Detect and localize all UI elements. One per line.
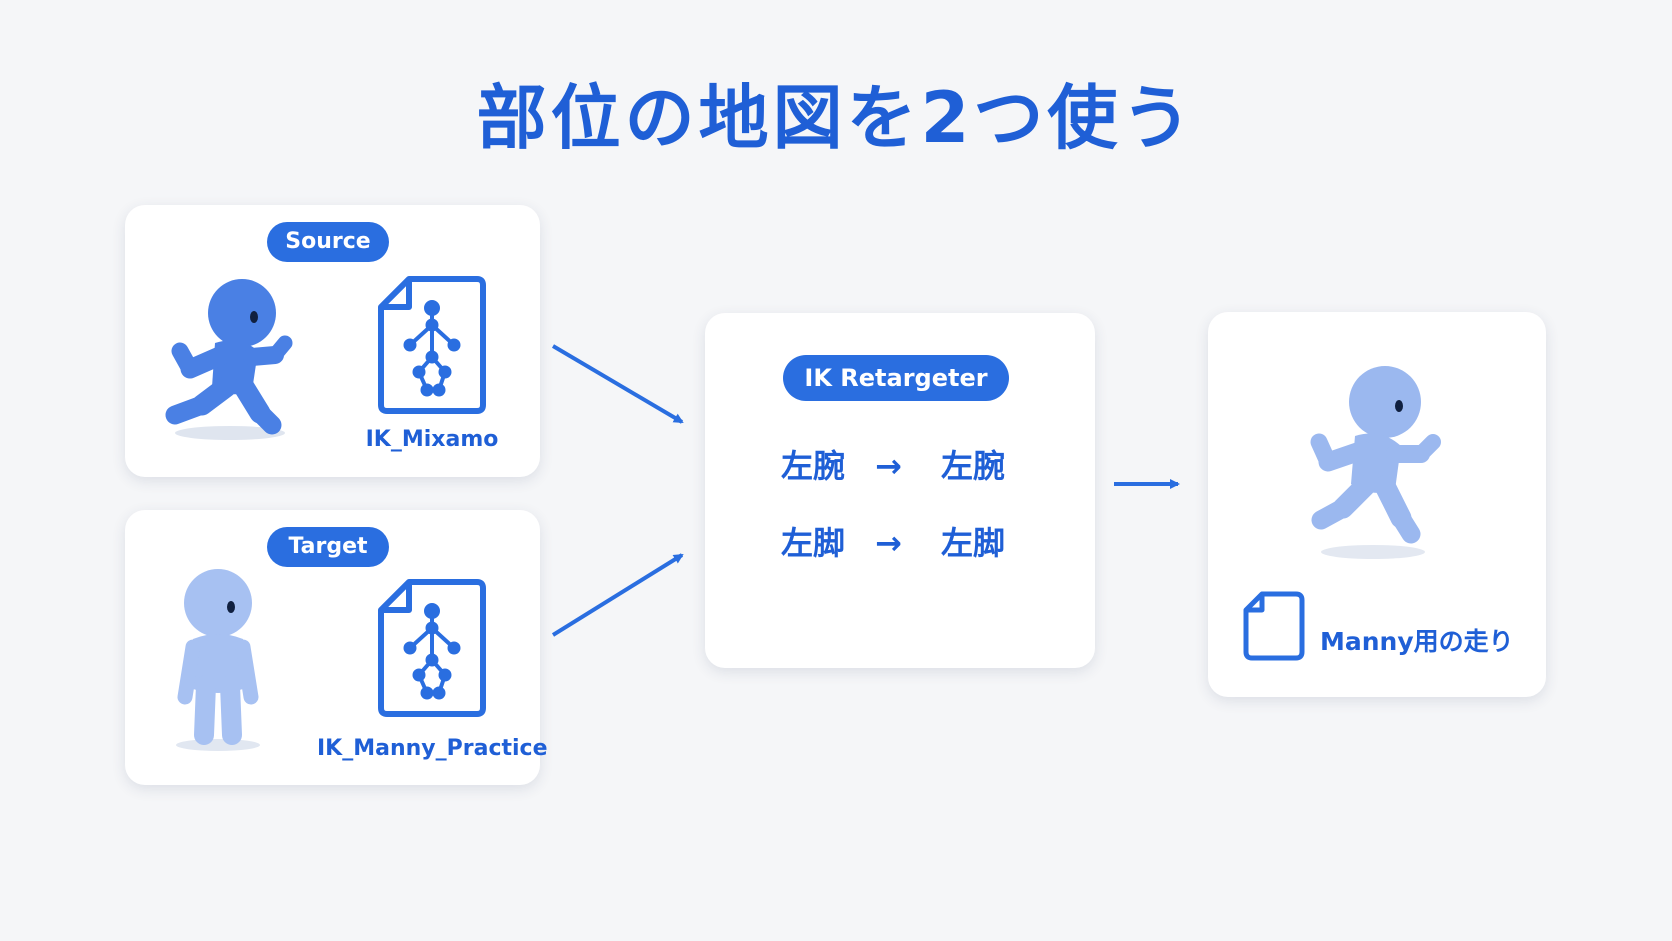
- output-file-label: Manny用の走り: [1320, 627, 1514, 656]
- output-card: Manny用の走り: [1208, 312, 1546, 697]
- skeleton-file-icon: [378, 579, 486, 717]
- mapping-from: 左腕: [781, 447, 846, 485]
- target-file-label: IK_Manny_Practice: [317, 736, 548, 761]
- running-figure-icon: [165, 279, 293, 440]
- mapping-row-leg: 左脚 → 左脚: [705, 518, 1095, 568]
- standing-figure-icon: [176, 569, 260, 751]
- source-card: Source: [125, 205, 540, 477]
- page-title: 部位の地図を2つ使う: [476, 77, 1196, 159]
- mapping-row-arm: 左腕 → 左腕: [705, 441, 1095, 491]
- mapping-arrow: →: [875, 524, 902, 562]
- mapping-from: 左脚: [781, 524, 846, 562]
- source-file-label: IK_Mixamo: [365, 427, 499, 452]
- skeleton-file-icon: [378, 276, 486, 414]
- mapping-to: 左腕: [941, 447, 1006, 485]
- source-badge: Source: [267, 222, 389, 262]
- running-figure-icon: [1310, 366, 1441, 559]
- target-card: Target: [125, 510, 548, 785]
- target-badge: Target: [267, 527, 389, 567]
- mapping-arrow: →: [875, 447, 902, 485]
- retargeter-badge: IK Retargeter: [783, 355, 1009, 401]
- retargeter-card: IK Retargeter 左腕 → 左腕 左脚 → 左脚: [705, 313, 1095, 668]
- file-icon: [1243, 591, 1305, 661]
- mapping-to: 左脚: [941, 524, 1006, 562]
